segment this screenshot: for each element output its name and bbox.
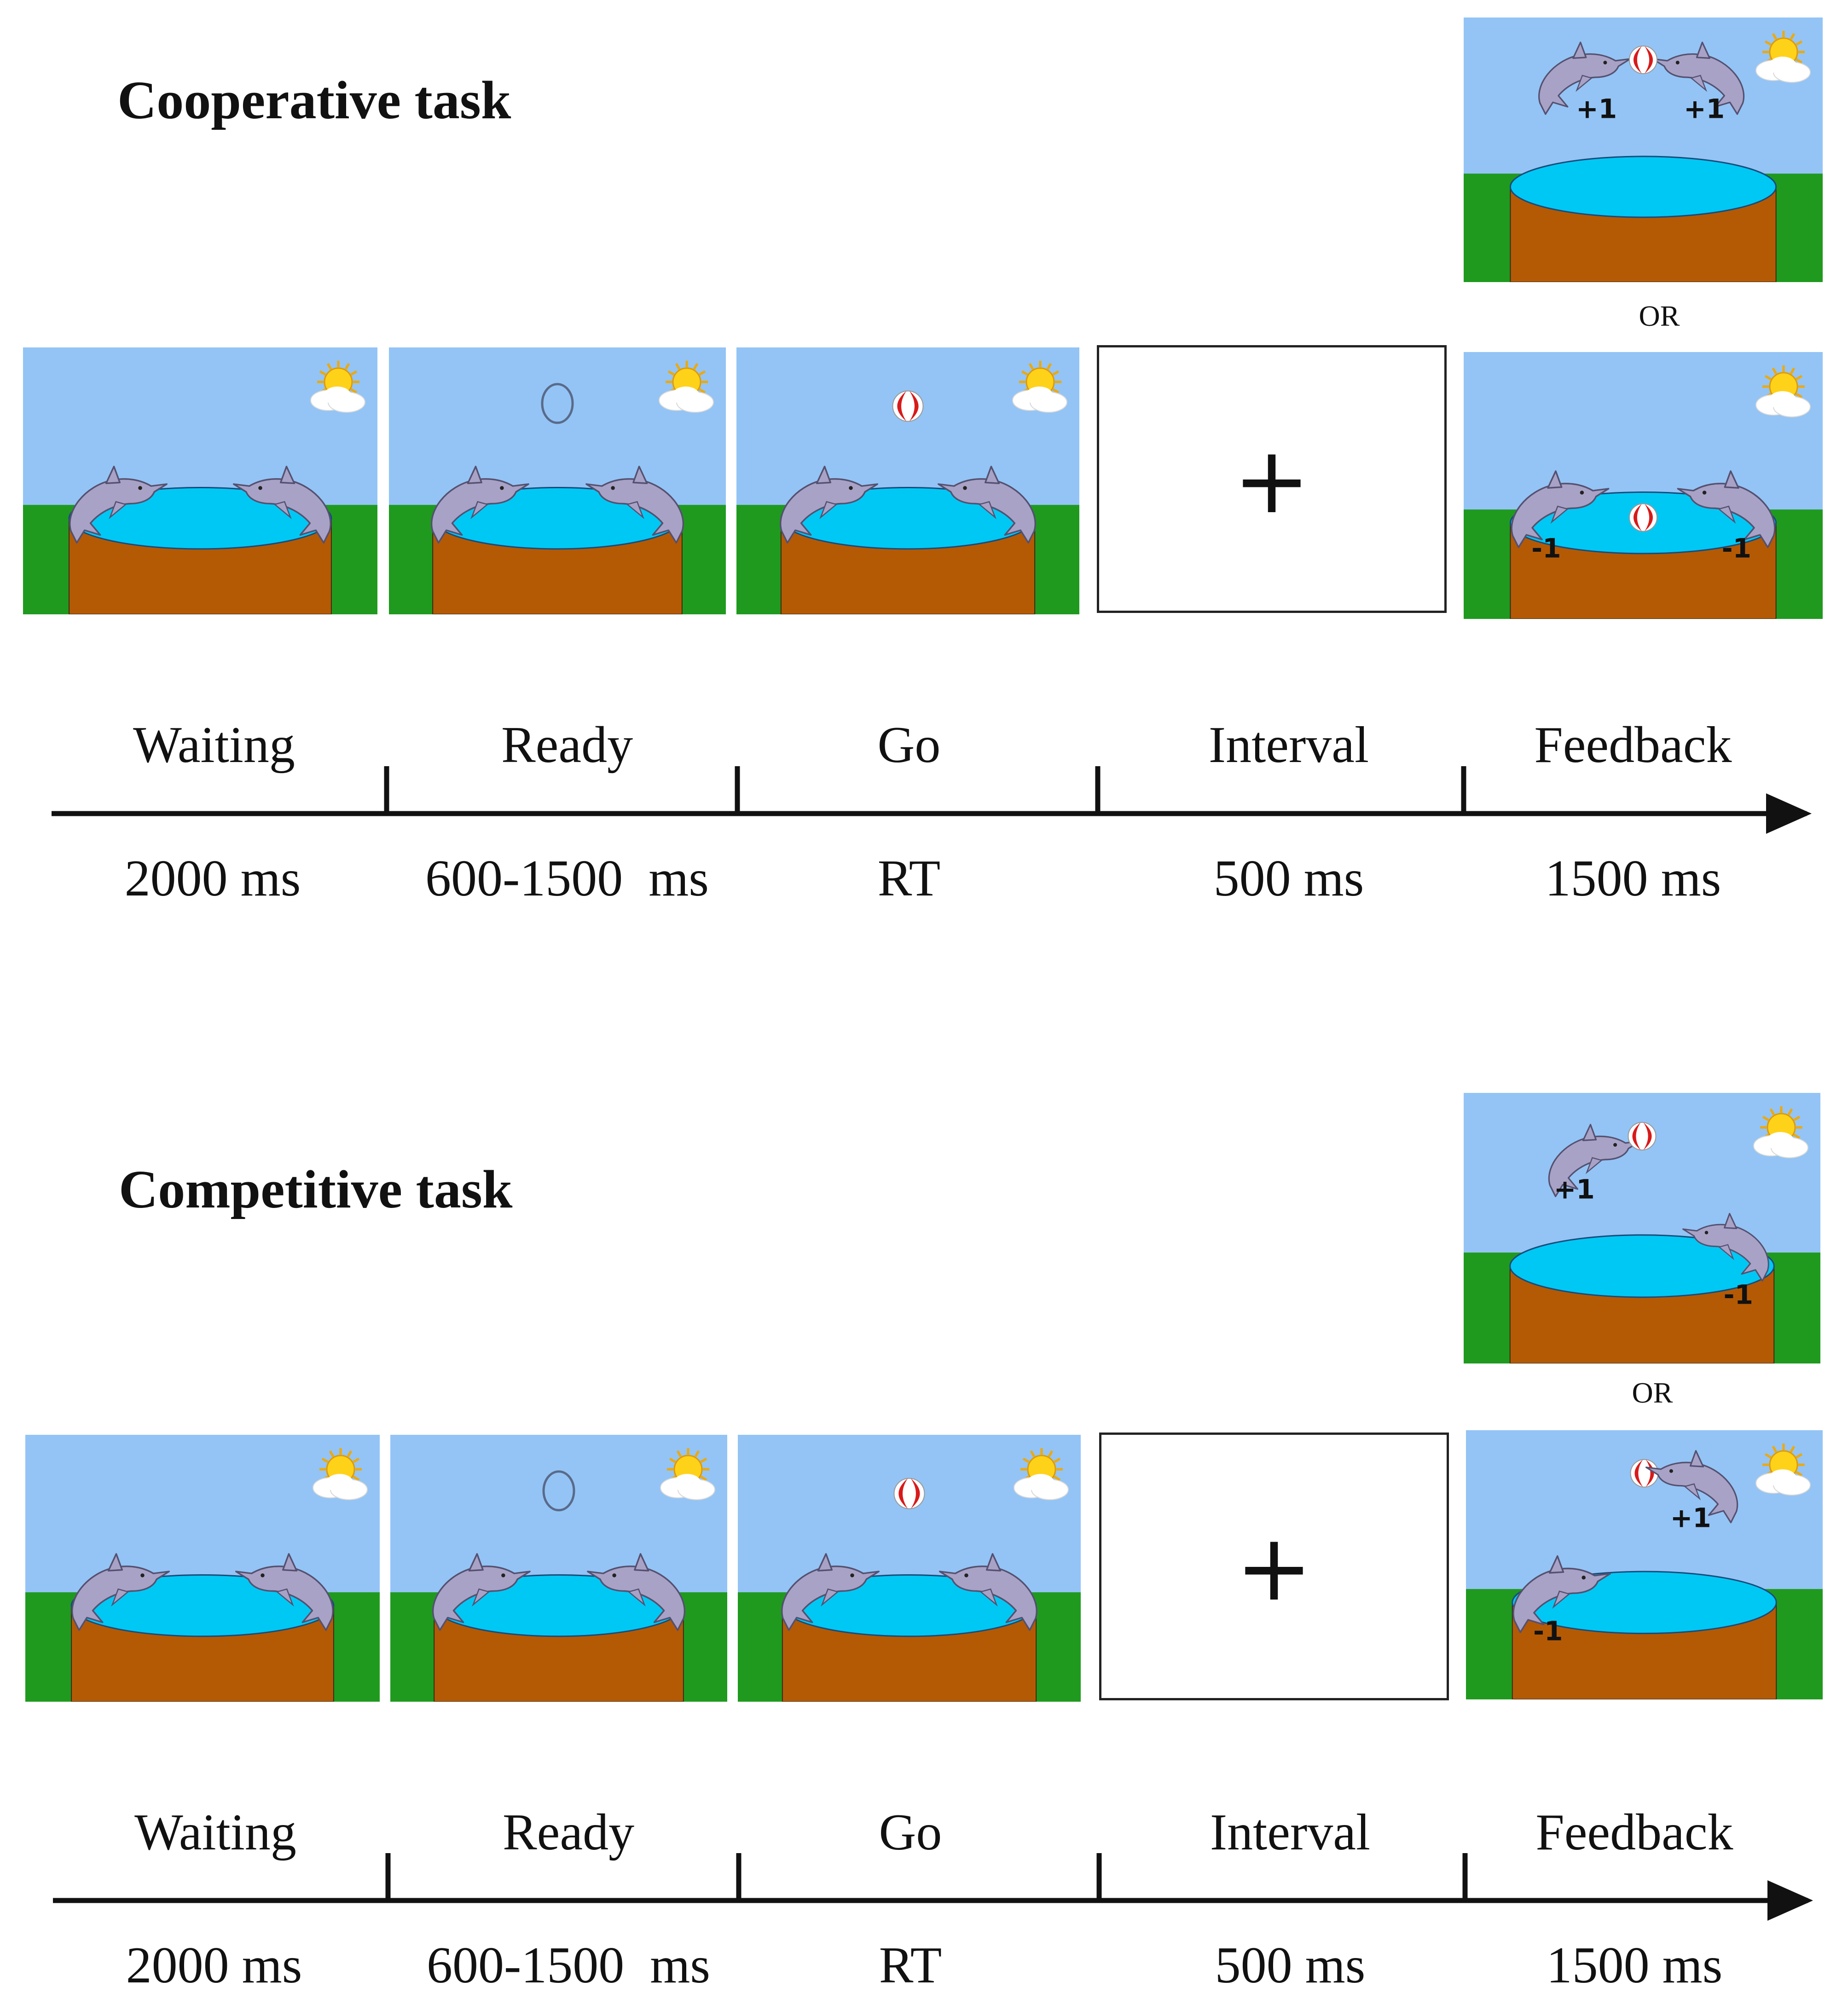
comp-or-label: OR [1632, 1376, 1673, 1409]
score-label: -1 [1722, 533, 1751, 564]
dolphin-icon [1645, 1450, 1738, 1524]
coop-duration-ready: 600-1500 ms [425, 850, 709, 907]
pool-water [1509, 1234, 1775, 1298]
ball-icon [892, 390, 924, 422]
comp-waiting-scene [25, 1435, 380, 1702]
comp-phase-interval: Interval [1210, 1804, 1371, 1861]
dolphin-icon [1682, 1213, 1769, 1282]
comp-timeline [53, 1853, 1813, 1921]
dolphin-icon [587, 1553, 685, 1631]
comp-duration-interval: 500 ms [1215, 1937, 1366, 1994]
score-label: -1 [1531, 533, 1561, 564]
dolphin-icon [1511, 470, 1610, 549]
comp-feedback-alt-scene: +1 -1 [1464, 1093, 1820, 1363]
ball-icon [1629, 46, 1657, 74]
ball-icon [1628, 1122, 1657, 1151]
dolphin-icon [235, 1553, 334, 1631]
coop-go-scene [736, 347, 1079, 614]
coop-feedback-main-scene: -1 -1 [1464, 352, 1823, 619]
coop-waiting-scene [23, 347, 377, 614]
dolphin-icon [1651, 41, 1744, 115]
dolphin-icon [781, 1553, 880, 1631]
dolphin-icon [432, 1553, 531, 1631]
score-label: +1 [1576, 93, 1617, 125]
sun-cloud-icon [1753, 1106, 1808, 1158]
dolphin-icon [71, 1553, 170, 1631]
dolphin-icon [233, 466, 331, 544]
dolphin-icon [431, 466, 529, 544]
coop-timeline [52, 766, 1812, 834]
score-label: +1 [1684, 93, 1725, 125]
coop-phase-go: Go [877, 716, 941, 774]
ball-icon [1629, 503, 1657, 532]
comp-interval-screen [1099, 1433, 1449, 1700]
coop-interval-screen [1097, 345, 1447, 613]
competitive-task-title: Competitive task [119, 1159, 513, 1219]
comp-duration-ready: 600-1500 ms [427, 1937, 710, 1994]
coop-or-label: OR [1639, 300, 1680, 332]
comp-duration-waiting: 2000 ms [126, 1937, 302, 1994]
sun-cloud-icon [1755, 365, 1811, 417]
coop-phase-feedback: Feedback [1534, 716, 1732, 774]
ball-icon [893, 1478, 925, 1509]
sun-cloud-icon [660, 1448, 715, 1500]
coop-duration-interval: 500 ms [1213, 850, 1364, 907]
dolphin-icon [585, 466, 684, 544]
comp-phase-waiting: Waiting [134, 1804, 296, 1861]
dolphin-icon [780, 466, 879, 544]
sun-cloud-icon [313, 1448, 368, 1500]
coop-fixation-cross: + [1233, 427, 1310, 534]
comp-go-scene [738, 1435, 1081, 1702]
ball-outline-icon [541, 383, 574, 424]
comp-fixation-cross: + [1235, 1514, 1313, 1622]
coop-phase-ready: Ready [501, 716, 633, 774]
comp-ready-scene [390, 1435, 727, 1702]
coop-phase-waiting: Waiting [133, 716, 295, 774]
cooperative-task-title: Cooperative task [117, 70, 511, 130]
score-label: +1 [1670, 1502, 1711, 1534]
comp-duration-feedback: 1500 ms [1546, 1937, 1723, 1994]
sun-cloud-icon [1012, 361, 1067, 413]
dolphin-icon [939, 1553, 1037, 1631]
sun-cloud-icon [310, 361, 365, 413]
comp-feedback-main-scene: +1 -1 [1466, 1430, 1823, 1699]
comp-duration-go: RT [879, 1937, 942, 1994]
comp-phase-ready: Ready [502, 1804, 635, 1861]
comp-phase-feedback: Feedback [1535, 1804, 1733, 1861]
coop-phase-interval: Interval [1208, 716, 1369, 774]
coop-duration-go: RT [877, 850, 941, 907]
dolphin-icon [938, 466, 1036, 544]
score-label: -1 [1533, 1615, 1563, 1646]
sun-cloud-icon [1755, 1444, 1811, 1496]
ball-outline-icon [542, 1470, 575, 1512]
sun-cloud-icon [1755, 31, 1811, 83]
dolphin-icon [1512, 1555, 1611, 1633]
coop-duration-feedback: 1500 ms [1545, 850, 1721, 907]
dolphin-icon [1677, 470, 1776, 549]
dolphin-icon [69, 466, 168, 544]
comp-phase-go: Go [879, 1804, 942, 1861]
coop-feedback-alt-scene: +1 +1 [1464, 17, 1823, 282]
coop-ready-scene [389, 347, 726, 614]
pool-water [1509, 156, 1777, 218]
coop-duration-waiting: 2000 ms [124, 850, 301, 907]
sun-cloud-icon [659, 361, 714, 413]
sun-cloud-icon [1014, 1448, 1069, 1500]
score-label: -1 [1724, 1279, 1753, 1311]
score-label: +1 [1554, 1173, 1595, 1205]
dolphin-icon [1538, 41, 1631, 115]
